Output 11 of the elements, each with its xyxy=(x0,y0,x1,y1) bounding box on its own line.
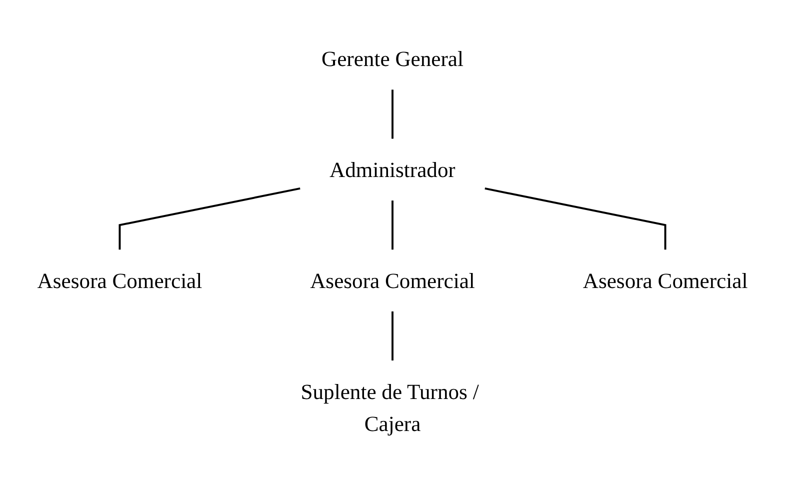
node-text: Asesora Comercial xyxy=(310,268,475,293)
connector xyxy=(392,200,394,250)
connector xyxy=(484,187,666,250)
node-text: Asesora Comercial xyxy=(582,268,748,293)
connector xyxy=(118,187,300,250)
node-text: Suplente de Turnos / Cajera xyxy=(300,378,479,436)
node-text: Asesora Comercial xyxy=(37,268,202,293)
node-text: Gerente General xyxy=(321,46,464,71)
connector xyxy=(392,89,394,138)
connector xyxy=(392,311,394,360)
node-text: Administrador xyxy=(330,157,456,182)
